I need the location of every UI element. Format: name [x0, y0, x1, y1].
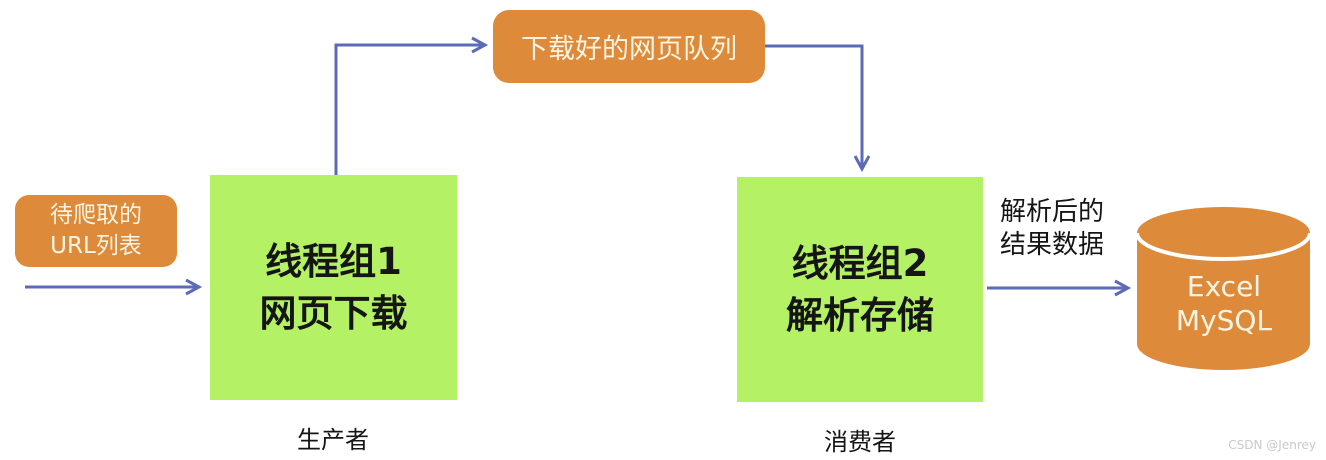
database-cylinder-icon — [1135, 207, 1312, 371]
database-line1: Excel — [1186, 270, 1262, 303]
caption-consumer: 消费者 — [824, 428, 896, 456]
thread1-line1: 线程组1 — [265, 239, 402, 283]
node-thread-group-2: 线程组2 解析存储 — [737, 177, 983, 402]
url-list-line1: 待爬取的 — [50, 202, 142, 228]
arrow-queue-to-thread2 — [763, 44, 871, 173]
queue-label: 下载好的网页队列 — [521, 34, 737, 65]
database-label: Excel MySQL — [1138, 270, 1310, 338]
caption-producer: 生产者 — [297, 426, 369, 454]
node-thread-group-1: 线程组1 网页下载 — [210, 175, 457, 400]
result-note-line1: 解析后的 — [1000, 197, 1105, 227]
node-downloaded-page-queue: 下载好的网页队列 — [493, 10, 765, 83]
node-url-list: 待爬取的 URL列表 — [15, 195, 177, 267]
thread2-line2: 解析存储 — [786, 293, 934, 337]
result-data-note: 解析后的 结果数据 — [1000, 196, 1104, 262]
thread1-line2: 网页下载 — [259, 291, 408, 335]
result-note-line2: 结果数据 — [1000, 230, 1105, 260]
arrow-thread1-to-queue — [334, 36, 489, 176]
url-list-line2: URL列表 — [50, 233, 142, 259]
database-line2: MySQL — [1175, 304, 1273, 337]
thread2-line1: 线程组2 — [791, 241, 929, 285]
watermark: CSDN @Jenrey — [1228, 438, 1316, 452]
